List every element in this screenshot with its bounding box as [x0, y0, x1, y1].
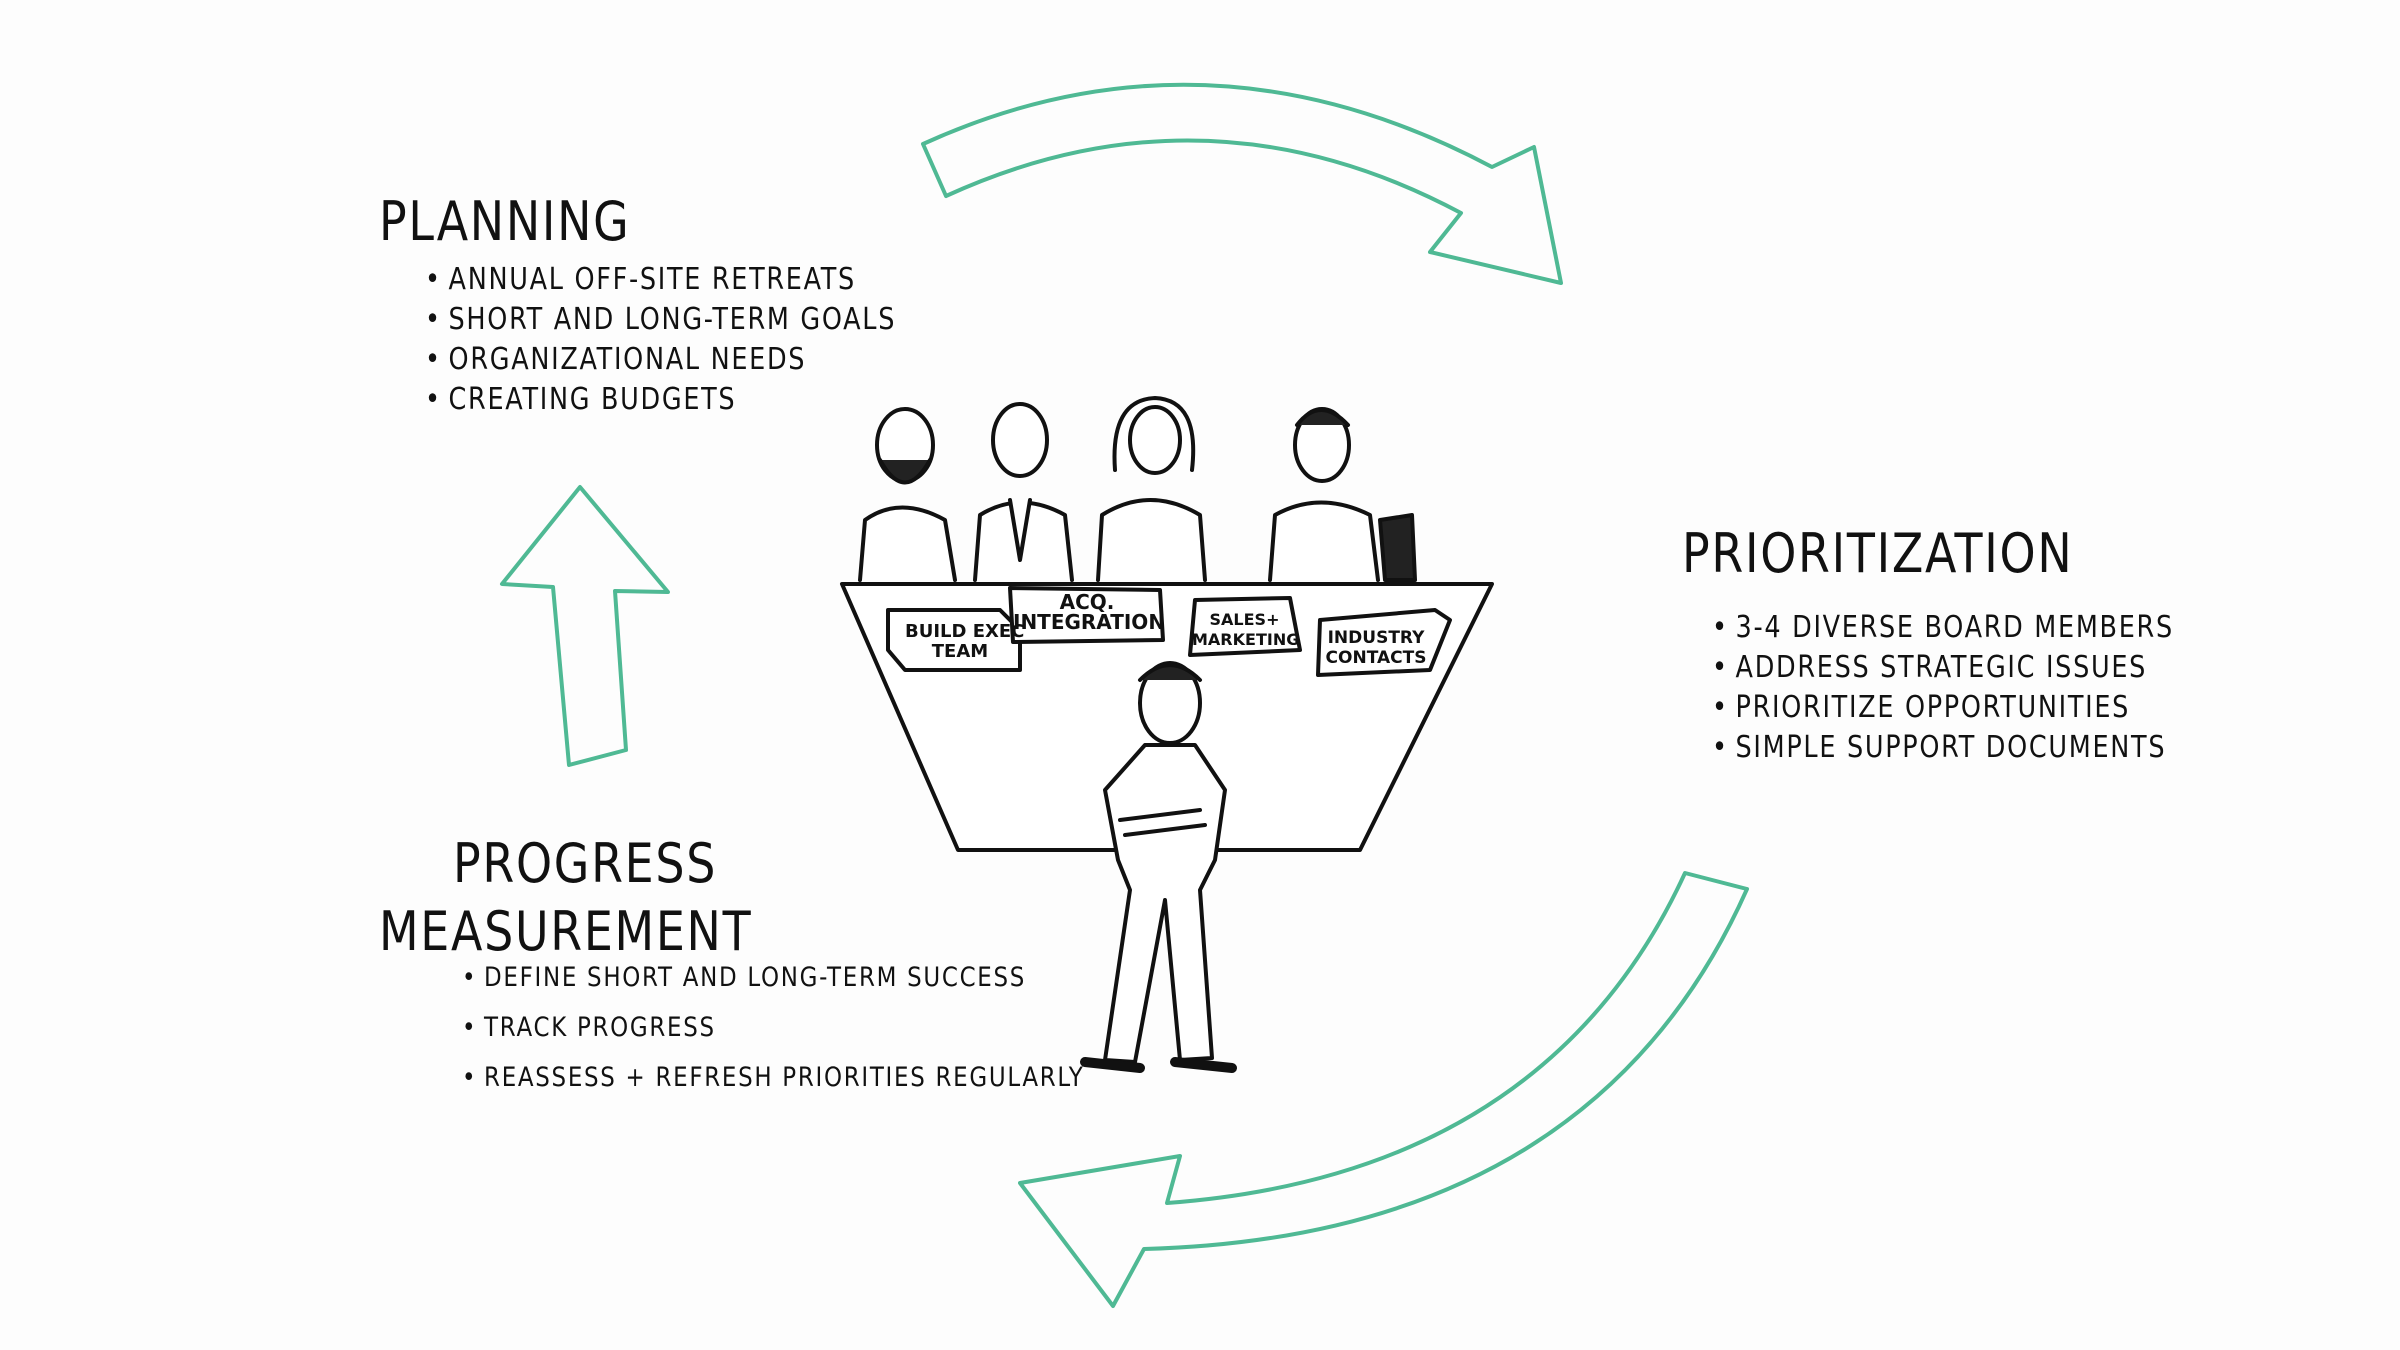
box-acq-integration [1008, 586, 1165, 644]
list-item: Define short and long-term success [462, 962, 1085, 1012]
progress-list: Define short and long-term success Track… [462, 962, 1085, 1112]
box-label-industry-contacts: IndustryContacts [1325, 628, 1427, 668]
box-label-sales-marketing: Sales+Marketing [1192, 610, 1300, 649]
standing-man [1080, 661, 1237, 1073]
board-member-4 [1268, 407, 1417, 582]
prioritization-title: Prioritization [1682, 522, 2074, 585]
list-item: Track progress [462, 1012, 1085, 1062]
box-industry-contacts [1316, 608, 1452, 677]
planning-title: Planning [379, 190, 631, 253]
board-member-3 [1096, 396, 1207, 582]
list-item: Short and long-term goals [425, 302, 896, 342]
cycle-arrow-bottom [1018, 871, 1749, 1308]
box-label-acq-integration: Acq.Integration [1013, 590, 1166, 634]
list-item: Annual off-site retreats [425, 262, 896, 302]
board-member-2 [973, 402, 1074, 582]
progress-title-line1: Progress [453, 832, 718, 895]
board-member-1 [858, 407, 957, 582]
list-item: 3-4 diverse board members [1712, 610, 2174, 650]
list-item: Creating budgets [425, 382, 896, 422]
planning-list: Annual off-site retreats Short and long-… [425, 262, 896, 422]
list-item: Prioritize opportunities [1712, 690, 2174, 730]
list-item: Reassess + refresh priorities regularly [462, 1062, 1085, 1112]
box-label-build-exec: Build ExecTeam [905, 621, 1025, 662]
box-sales-marketing [1188, 596, 1302, 657]
box-build-exec-team [886, 608, 1022, 672]
progress-title-line2: Measurement [379, 900, 753, 963]
cycle-arrow-up [500, 485, 670, 767]
prioritization-list: 3-4 diverse board members Address strate… [1712, 610, 2174, 770]
list-item: Address strategic issues [1712, 650, 2174, 690]
cycle-arrow-top [921, 82, 1563, 285]
list-item: Organizational needs [425, 342, 896, 382]
list-item: Simple support documents [1712, 730, 2174, 770]
